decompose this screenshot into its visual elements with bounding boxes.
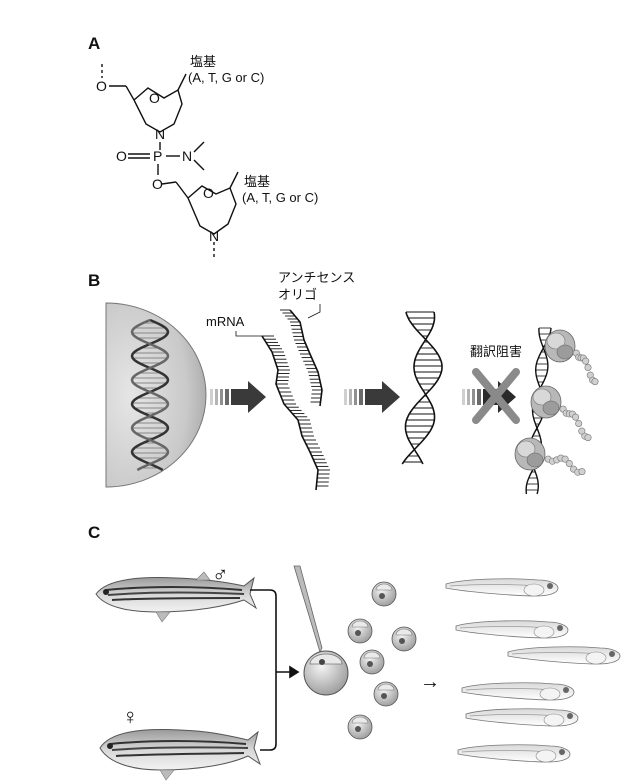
zebrafish-larva: [461, 682, 575, 701]
antisense-label-leader: [307, 304, 321, 319]
dna-backbone-2: [130, 318, 170, 472]
injected-egg: [303, 650, 349, 696]
female-zebrafish: [99, 729, 262, 781]
embryo-egg: [359, 649, 385, 675]
antisense-oligo-strand: [280, 309, 323, 407]
atom-p: P: [153, 148, 162, 164]
dna-helix: [130, 318, 170, 472]
base-options-1: (A, T, G or C): [188, 70, 264, 85]
atom-o-ring2: O: [203, 185, 214, 201]
ribosome: [530, 385, 562, 419]
atom-n-ring1: N: [155, 126, 165, 142]
embryo-cluster: [347, 581, 417, 740]
base-options-2: (A, T, G or C): [242, 190, 318, 205]
zebrafish-larva: [457, 744, 571, 763]
embryo-egg: [347, 714, 373, 740]
injection-needle: [293, 565, 323, 654]
process-arrow-1: [210, 381, 266, 413]
mrna-label-leader: [235, 331, 262, 337]
mrna-label: mRNA: [206, 314, 245, 329]
duplex-backbone-2: [404, 311, 443, 465]
nascent-peptide: [544, 454, 586, 476]
atom-o-ring1: O: [149, 90, 160, 106]
nascent-peptide: [559, 405, 592, 442]
nascent-peptide: [572, 349, 599, 386]
mrna-oligo-duplex: [401, 311, 443, 465]
zebrafish-larva: [455, 620, 569, 639]
atom-o-link: O: [152, 176, 163, 192]
female-symbol: ♀: [122, 704, 139, 729]
panel-a-label: A: [88, 34, 100, 53]
base-label-1: 塩基: [190, 55, 216, 70]
ribosome: [544, 329, 576, 363]
zebrafish-larva: [445, 578, 559, 597]
blocked-arrow: [462, 368, 520, 424]
larvae-group: [445, 578, 621, 763]
mrna-strand: [261, 335, 330, 491]
zebrafish-larva: [465, 708, 579, 727]
morpholino-structure: [101, 64, 239, 258]
translation-complex: [514, 327, 599, 495]
antisense-label-line2: オリゴ: [278, 287, 317, 303]
duplex-backbone-1: [401, 311, 436, 465]
atom-n-ring2: N: [209, 228, 219, 244]
atom-o-top: O: [96, 78, 107, 94]
male-zebrafish: [95, 571, 258, 623]
panel-c-label: C: [88, 523, 100, 542]
embryo-egg: [347, 618, 373, 644]
base-label-2: 塩基: [244, 175, 270, 190]
panel-b-label: B: [88, 271, 100, 290]
dna-backbone-1: [130, 318, 170, 472]
atom-n-dimethyl: N: [182, 148, 192, 164]
male-symbol: ♂: [212, 562, 229, 587]
zebrafish-larva: [507, 646, 621, 665]
mating-bracket: [250, 589, 300, 751]
ribosome: [514, 437, 546, 471]
embryo-egg: [373, 681, 399, 707]
development-arrow: →: [420, 671, 440, 693]
mrna-backbone: [261, 335, 319, 491]
antisense-label-line1: アンチセンス: [278, 271, 355, 286]
cross-stroke-2: [472, 368, 520, 424]
process-arrow-2: [344, 381, 400, 413]
atom-o-double: O: [116, 148, 127, 164]
embryo-egg: [371, 581, 397, 607]
embryo-egg: [391, 626, 417, 652]
translation-inhibition-label: 翻訳阻害: [470, 344, 522, 360]
